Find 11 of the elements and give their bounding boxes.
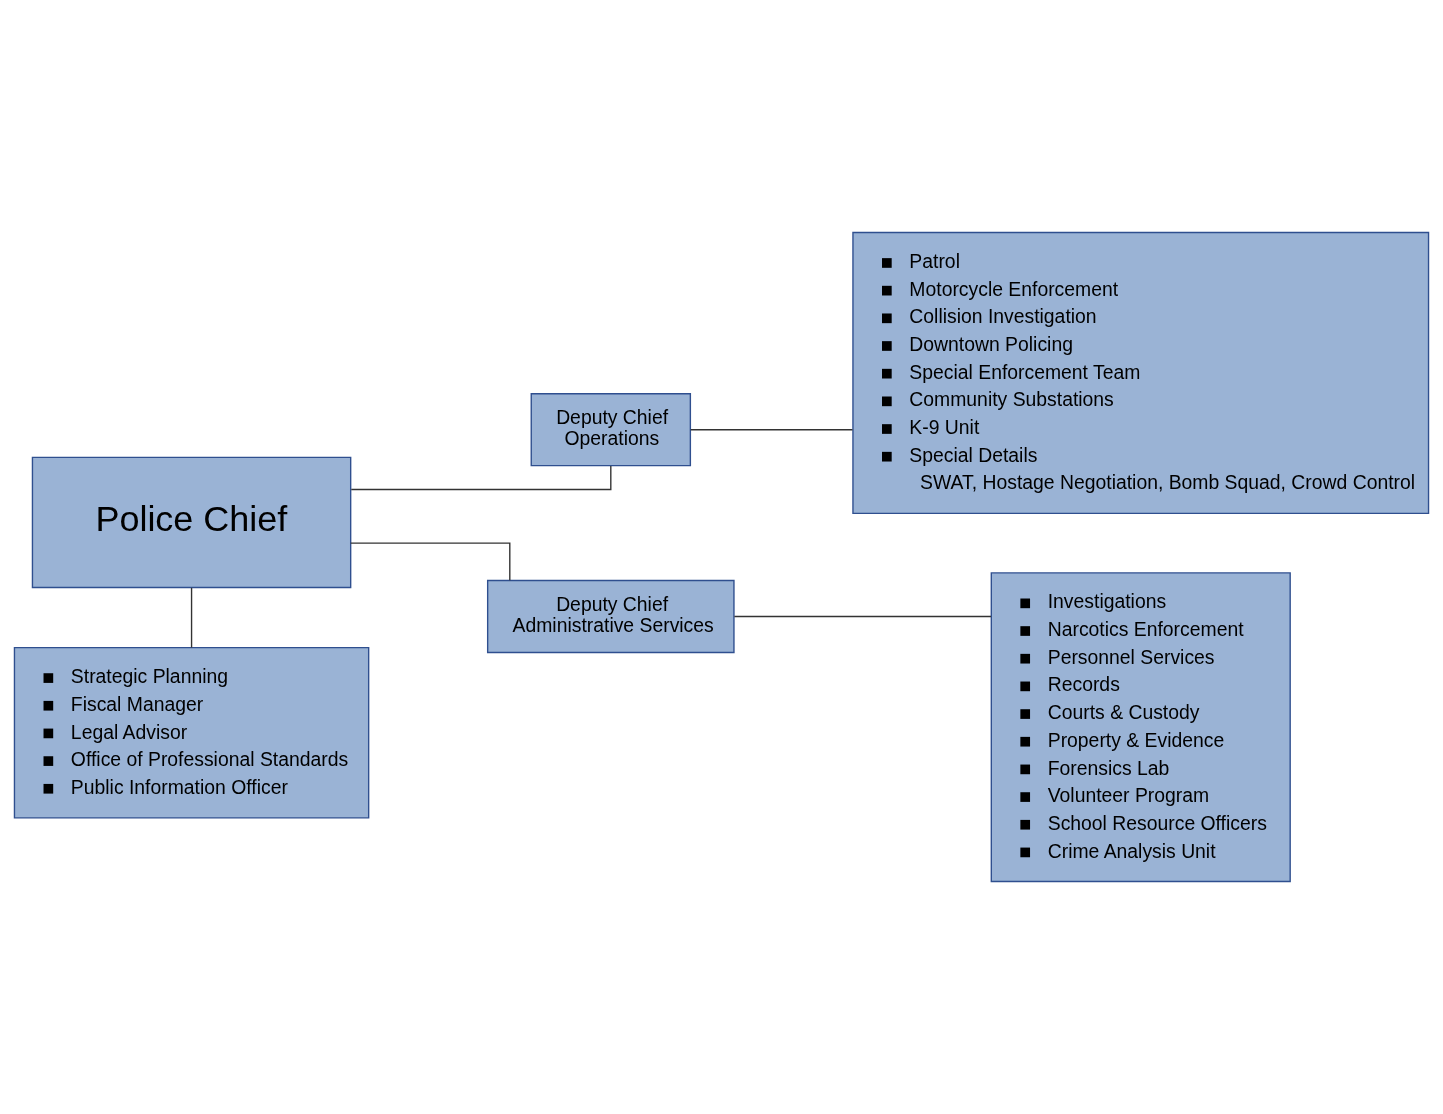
connector — [733, 615, 992, 618]
node-box: Patrol Motorcycle Enforcement Collision Investigation Downtown Policing Special Enforcement Team Community Substations K-9 Unit Special Details SWAT, Hostage Negotiation, Bomb Squad, Crowd Control — [852, 231, 1430, 515]
node-box: Strategic Planning Fiscal Manager Legal Advisor Office of Professional Standards Public Information Officer — [13, 646, 370, 819]
connector — [190, 587, 193, 649]
node-box: Police Chief — [31, 456, 352, 589]
node-box: Deputy Chief Operations — [530, 393, 692, 467]
node-box: Investigations Narcotics Enforcement Personnel Services Records Courts & Custody Property & Evidence Forensics Lab Volunteer Program School Resource Officers Crime Analysis Unit — [990, 572, 1291, 883]
connector — [690, 429, 854, 431]
connector — [350, 465, 612, 491]
node-box: Deputy Chief Administrative Services — [486, 579, 735, 654]
connector — [350, 542, 511, 581]
